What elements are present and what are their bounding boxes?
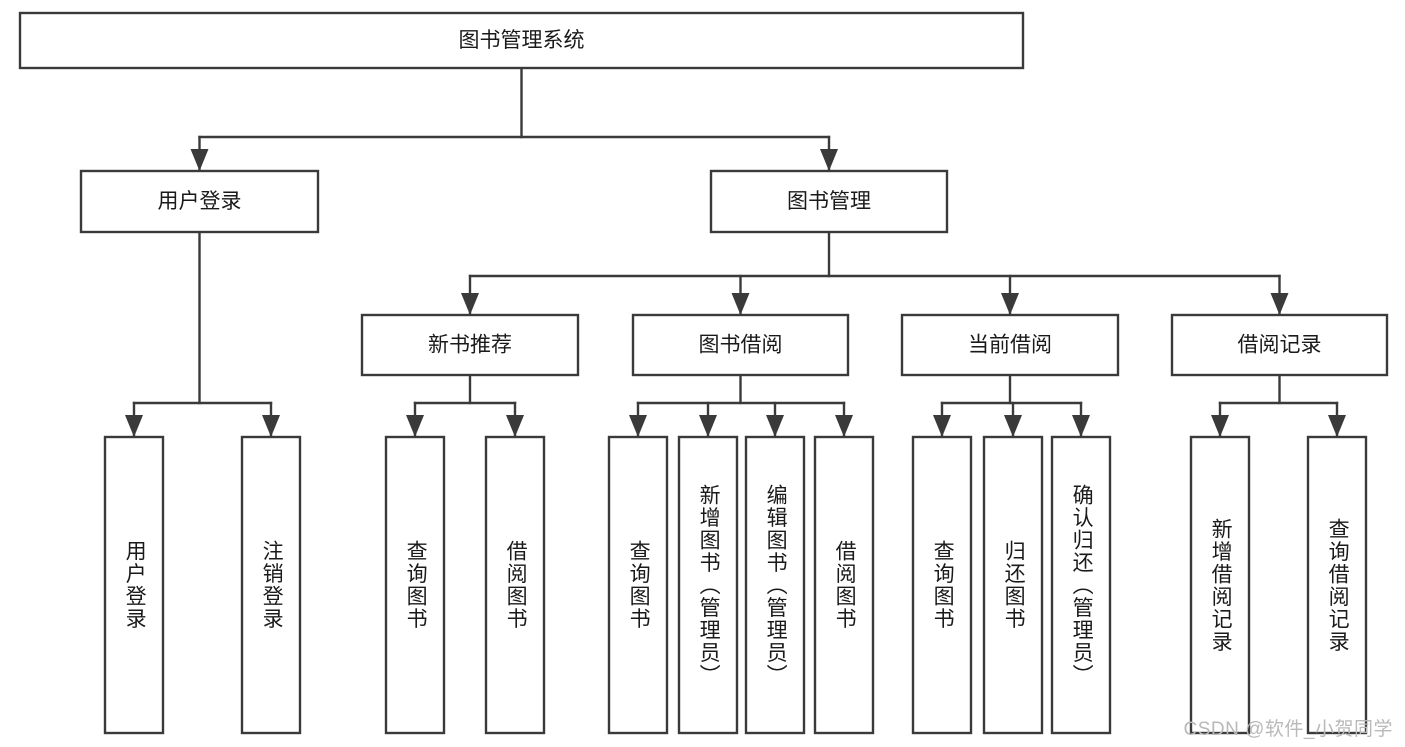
- csdn-watermark: CSDN @软件_小贺同学: [1183, 719, 1393, 740]
- node-leaf-box-2[interactable]: [384, 435, 446, 735]
- node-level2-box-1[interactable]: [709, 169, 949, 234]
- node-level3-label-2: 当前借阅: [968, 334, 1052, 357]
- l3-0-to-leaves-arrow-icon-1: [506, 415, 524, 437]
- node-level3-box-0[interactable]: [360, 313, 580, 377]
- root-to-level2-arrow-icon-1: [820, 149, 838, 171]
- connector-lines-layer: [125, 66, 1346, 439]
- node-level3-box-3[interactable]: [1170, 313, 1389, 377]
- user-to-leaves-arrow-icon-0: [125, 415, 143, 437]
- node-leaf-box-8[interactable]: [911, 435, 973, 735]
- l3-2-to-leaves-arrow-icon-2: [1072, 415, 1090, 437]
- node-leaf-box-1[interactable]: [240, 435, 302, 735]
- user-to-leaves-arrow-icon-1: [262, 415, 280, 437]
- l3-2-to-leaves-arrow-icon-0: [933, 415, 951, 437]
- l3-1-to-leaves-arrow-icon-2: [766, 415, 784, 437]
- node-level3-box-1[interactable]: [631, 313, 850, 377]
- node-level3-label-3: 借阅记录: [1238, 334, 1322, 357]
- l3-0-to-leaves-arrow-icon-0: [406, 415, 424, 437]
- node-leaf-box-3[interactable]: [484, 435, 546, 735]
- books-to-level3-arrow-icon-0: [461, 293, 479, 315]
- l3-2-to-leaves-arrow-icon-1: [1004, 415, 1022, 437]
- node-leaf-box-9[interactable]: [982, 435, 1044, 735]
- node-level3-label-0: 新书推荐: [428, 334, 512, 357]
- node-leaf-box-11[interactable]: [1189, 435, 1251, 735]
- node-root-label: 图书管理系统: [459, 29, 585, 52]
- books-to-level3-arrow-icon-2: [1001, 293, 1019, 315]
- node-leaf-box-6[interactable]: [744, 435, 806, 735]
- books-to-level3-arrow-icon-3: [1270, 293, 1289, 315]
- node-root-box[interactable]: [18, 11, 1025, 70]
- node-leaf-box-4[interactable]: [607, 435, 669, 735]
- node-leaf-box-10[interactable]: [1050, 435, 1112, 735]
- node-level2-label-0: 用户登录: [158, 190, 242, 213]
- l3-1-to-leaves-arrow-icon-0: [629, 415, 647, 437]
- node-boxes-layer: [18, 11, 1389, 735]
- node-level3-box-2[interactable]: [900, 313, 1120, 377]
- root-to-level2-arrow-icon-0: [190, 149, 209, 171]
- node-level2-box-0[interactable]: [79, 169, 320, 234]
- node-leaf-box-7[interactable]: [813, 435, 875, 735]
- node-level3-label-1: 图书借阅: [699, 334, 783, 357]
- l3-1-to-leaves-arrow-icon-1: [699, 415, 717, 437]
- l3-3-to-leaves-arrow-icon-1: [1328, 415, 1346, 437]
- node-leaf-box-12[interactable]: [1306, 435, 1368, 735]
- node-leaf-box-5[interactable]: [677, 435, 739, 735]
- node-leaf-box-0[interactable]: [103, 435, 165, 735]
- l3-1-to-leaves-arrow-icon-3: [835, 415, 853, 437]
- node-level2-label-1: 图书管理: [787, 190, 871, 213]
- l3-3-to-leaves-arrow-icon-0: [1211, 415, 1229, 437]
- books-to-level3-arrow-icon-1: [731, 293, 750, 315]
